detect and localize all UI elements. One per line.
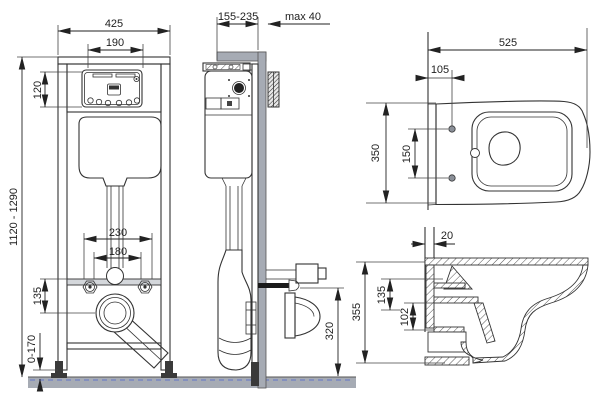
back-ceramic-wall <box>425 264 435 329</box>
dim-label-190: 190 <box>106 37 124 49</box>
dim-pan-height: 355 <box>351 261 445 364</box>
dim-wall-max: max 40 <box>267 11 330 28</box>
frame-front-view: 425 190 120 1120 - 1290 230 180 <box>8 18 177 392</box>
sump-section <box>460 341 484 364</box>
dim-frame-width: 425 <box>57 18 171 55</box>
cross-rail-lower <box>66 342 162 350</box>
rim-section <box>424 257 589 266</box>
dim-label-425: 425 <box>105 18 123 30</box>
dim-label-max-40: max 40 <box>285 11 321 23</box>
mounting-hole-bottom <box>448 174 456 182</box>
flush-pipe-connector <box>106 267 124 285</box>
dim-outlet-drop: 135 <box>32 278 95 314</box>
frame-rail-left <box>57 63 68 371</box>
frame-foot-side <box>251 362 259 386</box>
dim-label-150: 150 <box>401 145 413 163</box>
mounting-bolt-left <box>82 280 98 294</box>
dim-hole-spacing: 150 <box>401 128 448 179</box>
frame-feet <box>51 361 177 378</box>
dim-label-105: 105 <box>431 64 449 76</box>
bowl-outline-top <box>427 100 591 206</box>
dim-label-180: 180 <box>109 246 127 258</box>
access-window <box>81 69 143 108</box>
flush-pipe-front <box>106 186 124 268</box>
dim-fixing-outer: 230 <box>83 227 153 279</box>
dim-label-155-235: 155-235 <box>218 11 258 23</box>
frame-top-bar <box>57 56 171 65</box>
flush-channel <box>473 302 496 344</box>
dim-label-320: 320 <box>324 322 336 340</box>
dim-label-230: 230 <box>109 227 127 239</box>
floor-section <box>28 376 356 388</box>
dim-inlet-height: 135 <box>376 278 443 311</box>
dim-pan-width: 350 <box>366 102 436 204</box>
dim-pan-length: 525 <box>427 28 588 148</box>
dim-label-120: 120 <box>32 81 44 99</box>
frame-side-view: 155-235 max 40 320 <box>202 11 344 389</box>
supply-connector <box>266 263 327 284</box>
dim-plate-height: 120 <box>32 71 82 108</box>
drain-outlet <box>95 293 135 333</box>
dim-label-0-170: 0-170 <box>26 335 38 363</box>
dim-label-525: 525 <box>499 37 517 49</box>
dim-label-355: 355 <box>351 303 363 321</box>
frame-rail-side <box>251 63 259 371</box>
dim-frame-height: 1120 - 1290 <box>8 56 58 378</box>
bowl-rim <box>470 111 573 192</box>
mounting-rod <box>258 279 300 292</box>
toilet-top-view: 525 105 350 150 <box>366 28 591 210</box>
cistern-tank <box>78 116 162 187</box>
mounting-hole-top <box>448 125 456 133</box>
finished-wall <box>257 51 267 389</box>
back-bowl-wall <box>472 264 589 364</box>
dim-outlet-height: 320 <box>300 287 344 377</box>
dim-label-102: 102 <box>399 308 411 326</box>
rim-notch <box>470 148 480 158</box>
dim-foot-adjust: 0-170 <box>26 333 58 392</box>
drain-elbow <box>217 249 257 371</box>
mounting-bolt-right <box>137 280 153 294</box>
cistern-side <box>202 62 253 250</box>
dim-plate-width: 190 <box>87 37 144 68</box>
dim-label-135-front: 135 <box>32 287 44 305</box>
dim-back-offset: 20 <box>411 230 455 248</box>
dim-label-1120-1290: 1120 - 1290 <box>8 188 20 246</box>
mounting-box <box>427 331 467 353</box>
dim-depth-range: 155-235 <box>216 11 259 60</box>
dim-hole-offset: 105 <box>415 64 465 126</box>
dim-label-20: 20 <box>441 230 453 242</box>
frame-rail-right <box>160 63 171 371</box>
dim-label-350: 350 <box>370 144 382 162</box>
dim-label-135-side: 135 <box>376 286 388 304</box>
dim-fixing-inner: 180 <box>93 246 142 279</box>
toilet-side-view: 20 355 135 102 <box>351 227 589 366</box>
bowl-sump <box>488 131 521 166</box>
pan-section <box>424 257 589 366</box>
fill-valve <box>107 83 121 96</box>
drain-connector <box>284 292 321 339</box>
dim-outlet-offset: 102 <box>399 302 434 331</box>
